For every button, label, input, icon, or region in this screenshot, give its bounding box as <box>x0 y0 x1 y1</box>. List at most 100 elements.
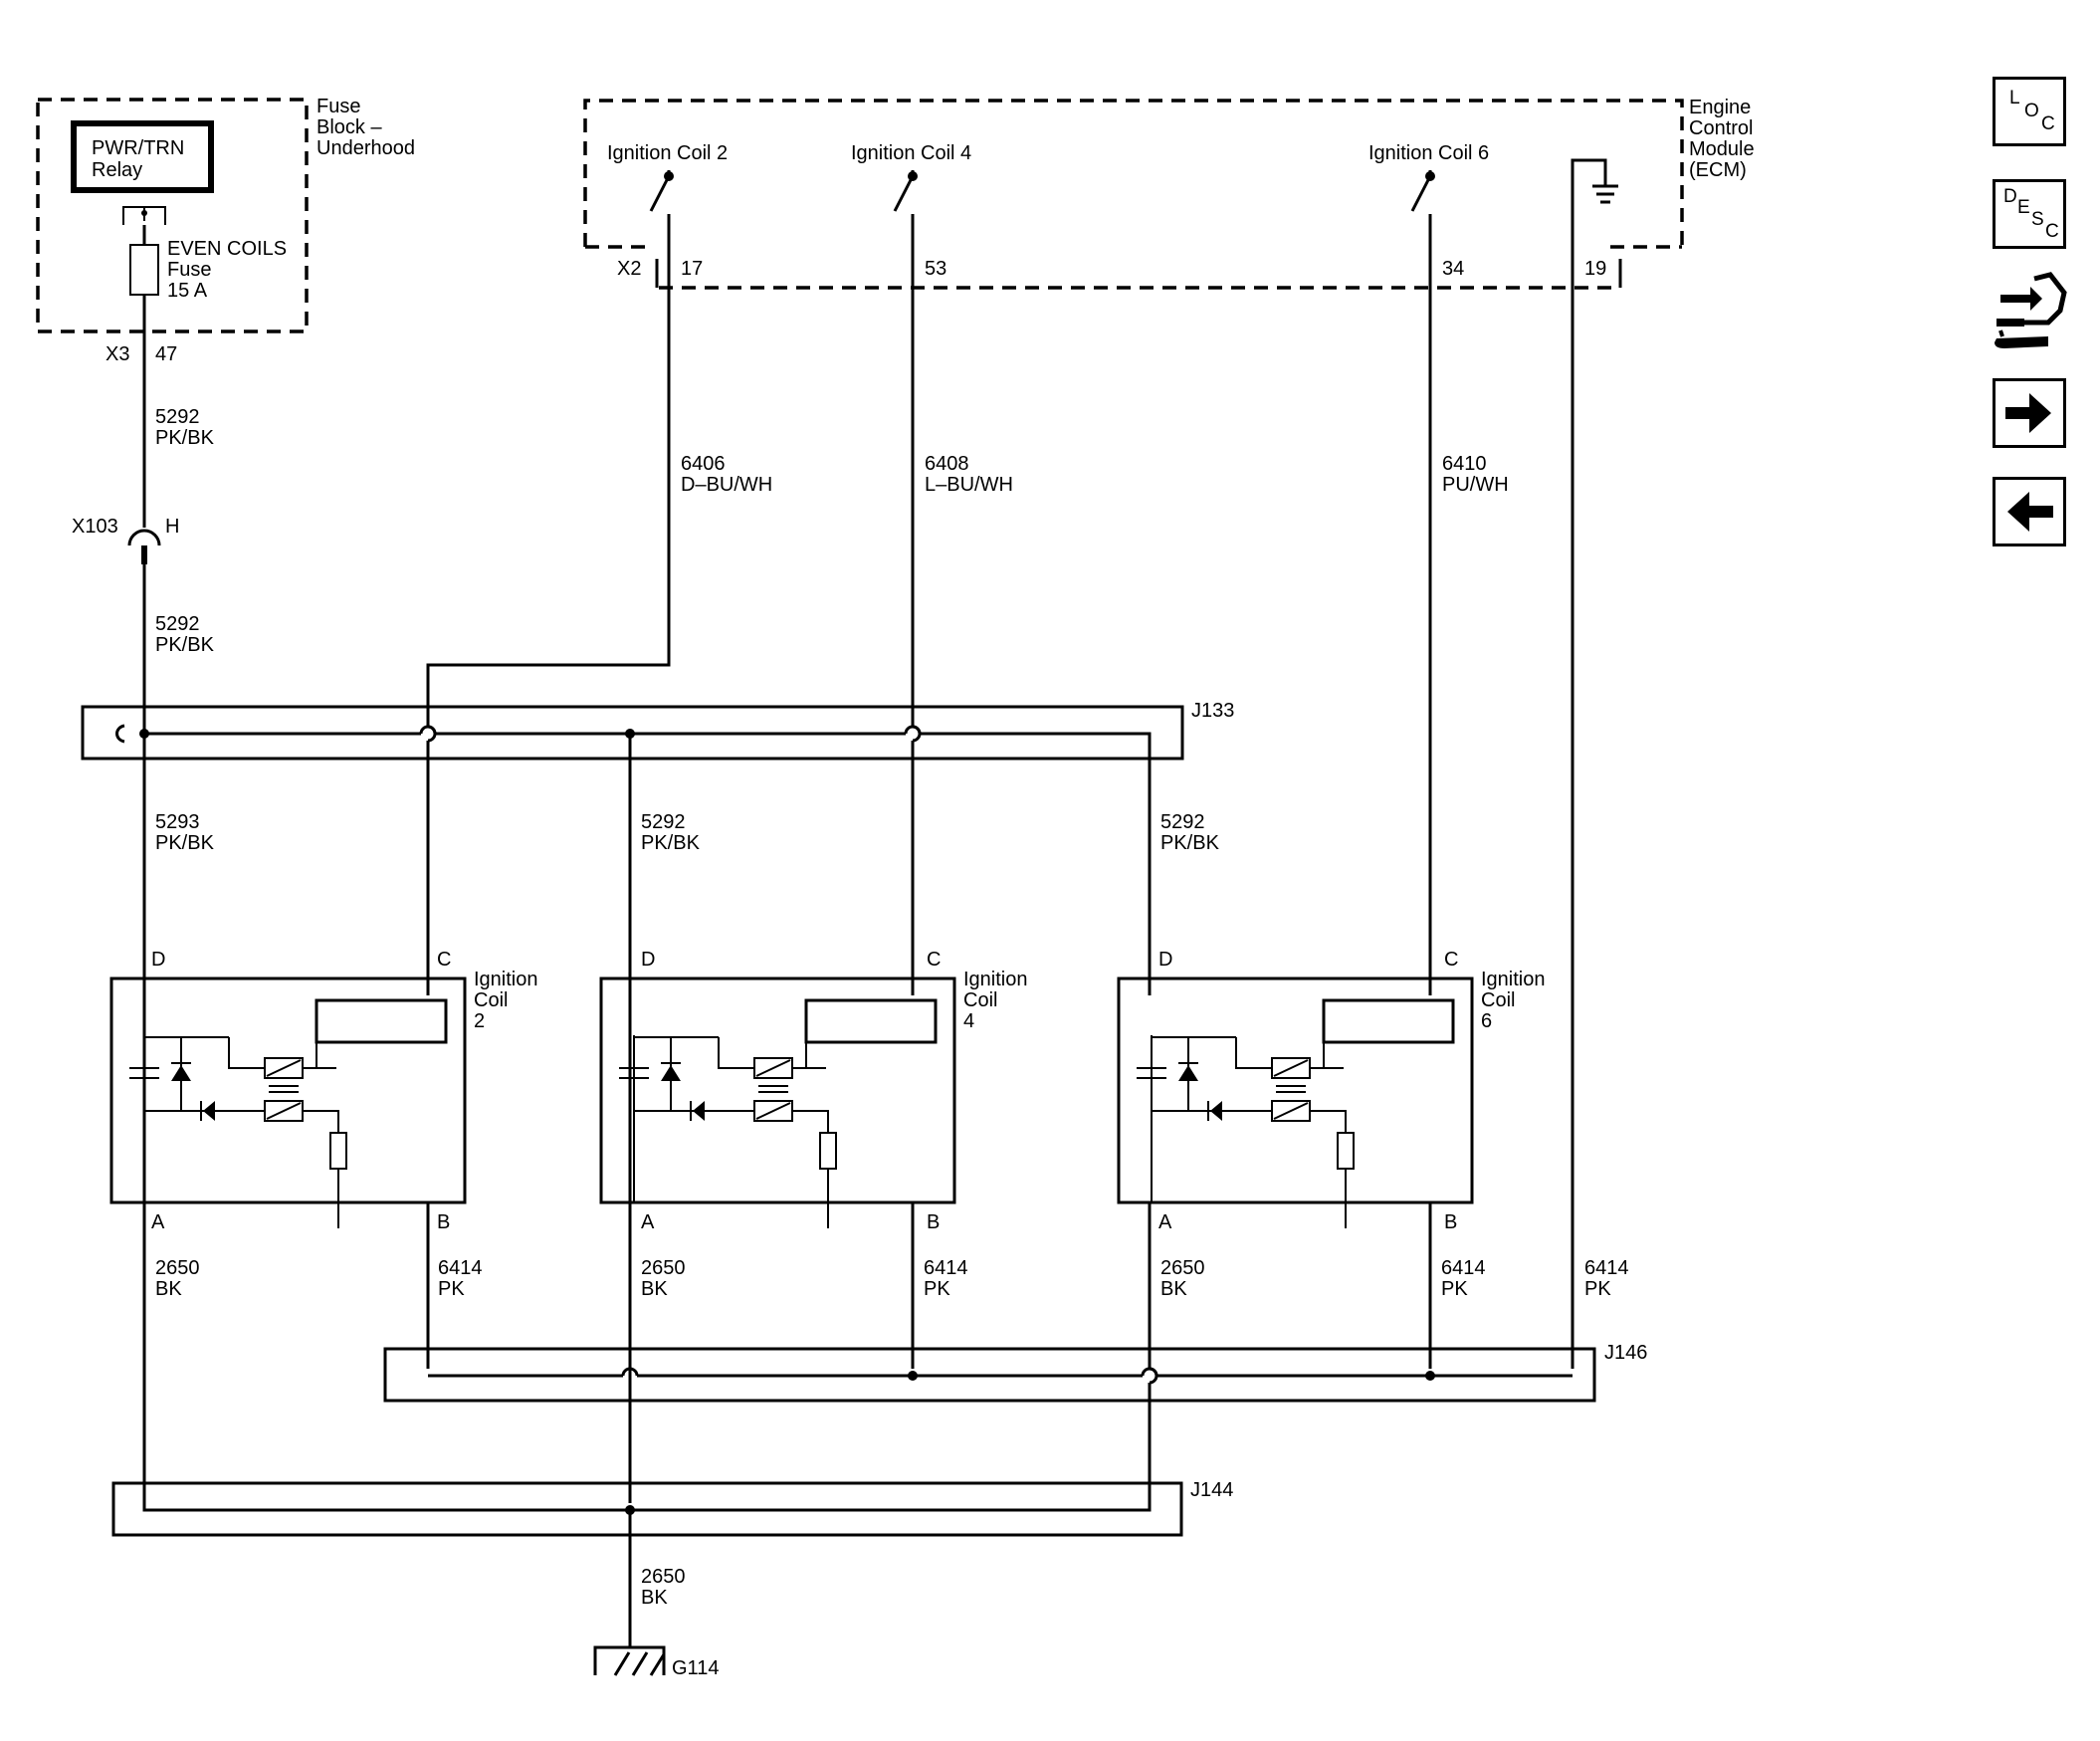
ecm-title-3: Module <box>1689 138 1755 160</box>
loc-letter-o: O <box>2024 101 2039 121</box>
next-page-button[interactable] <box>1993 378 2066 448</box>
wire-label-6414-c: 6414 <box>1441 1257 1486 1279</box>
previous-page-button[interactable] <box>1993 477 2066 546</box>
relay-label-1: PWR/TRN <box>92 137 184 159</box>
relay-label-2: Relay <box>92 159 142 181</box>
loc-letter-c: C <box>2041 113 2055 134</box>
ecm-ground-icon <box>1571 158 1618 247</box>
ignition-coil-2 <box>109 977 467 1228</box>
ecm-driver-coil-6: Ignition Coil 6 <box>1368 142 1489 164</box>
ecm-title-4: (ECM) <box>1689 159 1747 181</box>
splice-j133 <box>81 705 1184 1503</box>
wire-color-5292-c: PK/BK <box>641 832 701 854</box>
desc-letter-s: S <box>2031 209 2044 230</box>
wire-label-5292-a: 5292 <box>155 406 200 428</box>
coil-6-pin-d: D <box>1158 949 1172 971</box>
coil-6-labels: Ignition Coil 6 D C A B <box>1158 949 1546 1233</box>
inline-connector-pin: H <box>165 516 179 538</box>
coil-4-label-1: Ignition <box>963 969 1028 990</box>
fuse-block-title-3: Underhood <box>316 137 415 159</box>
coil-2-pin-d: D <box>151 949 165 971</box>
description-button[interactable]: D E S C <box>1993 179 2066 249</box>
wire-color-6414-b: PK <box>924 1278 950 1300</box>
wire-label-2650-d: 2650 <box>641 1566 686 1588</box>
wire-label-6414-a: 6414 <box>438 1257 483 1279</box>
ecm-driver-coil-4: Ignition Coil 4 <box>851 142 971 164</box>
coil-2-pin-b: B <box>437 1211 450 1233</box>
fuse-block-title-2: Block – <box>316 116 382 138</box>
coil-2-labels: Ignition Coil 2 D C A B <box>151 949 538 1233</box>
coil-2-label-3: 2 <box>474 1010 485 1032</box>
fuse-pin: 47 <box>155 343 177 365</box>
location-button[interactable]: L O C <box>1993 77 2066 146</box>
coil-4-pin-c: C <box>927 949 941 971</box>
coil-4-labels: Ignition Coil 4 D C A B <box>641 949 1028 1233</box>
coil-6-label-1: Ignition <box>1481 969 1546 990</box>
coil-6-pin-a: A <box>1158 1211 1172 1233</box>
wire-label-2650-b: 2650 <box>641 1257 686 1279</box>
connector-end-view-icon[interactable] <box>1991 271 2070 356</box>
ignition-coil-4 <box>599 977 956 1230</box>
splice-label-j133: J133 <box>1191 700 1234 722</box>
wire-label-2650-a: 2650 <box>155 1257 200 1279</box>
even-coils-fuse <box>129 244 159 296</box>
fuse-connector: X3 <box>105 343 129 365</box>
wire-color-2650-b: BK <box>641 1278 668 1300</box>
wire-color-5292-d: PK/BK <box>1160 832 1220 854</box>
ignition-coil-6 <box>1117 977 1474 1230</box>
coil-6-label-2: Coil <box>1481 989 1515 1011</box>
ecm-pin-34: 34 <box>1442 258 1464 280</box>
coil-6-label-3: 6 <box>1481 1010 1492 1032</box>
ecm-pin-53: 53 <box>925 258 946 280</box>
previous-page-arrow-icon <box>2007 492 2053 532</box>
ecm-connector: X2 <box>617 258 641 280</box>
wire-color-6408: L–BU/WH <box>925 474 1013 496</box>
wire-color-2650-a: BK <box>155 1278 182 1300</box>
wire-label-5292-c: 5292 <box>641 811 686 833</box>
coil-4-pin-a: A <box>641 1211 655 1233</box>
wire-color-2650-d: BK <box>641 1587 668 1609</box>
wire-label-5293: 5293 <box>155 811 200 833</box>
splice-label-j146: J146 <box>1604 1342 1647 1364</box>
next-page-arrow-icon <box>2005 393 2051 433</box>
wire-color-6414-d: PK <box>1584 1278 1611 1300</box>
wire-label-6414-d: 6414 <box>1584 1257 1629 1279</box>
coil-4-label-3: 4 <box>963 1010 974 1032</box>
wire-label-6414-b: 6414 <box>924 1257 968 1279</box>
wire-label-5292-b: 5292 <box>155 613 200 635</box>
chassis-ground-icon <box>593 1645 666 1676</box>
wire-color-5292-a: PK/BK <box>155 427 215 449</box>
wire-color-6414-c: PK <box>1441 1278 1468 1300</box>
desc-letter-e: E <box>2017 197 2030 218</box>
ecm-driver-switch-icon <box>649 170 674 247</box>
wire-label-6408: 6408 <box>925 453 969 475</box>
wire-color-6410: PU/WH <box>1442 474 1509 496</box>
coil-6-pin-c: C <box>1444 949 1458 971</box>
wire-label-6406: 6406 <box>681 453 726 475</box>
coil-4-pin-d: D <box>641 949 655 971</box>
desc-letter-c: C <box>2045 221 2059 242</box>
wire-color-5293: PK/BK <box>155 832 215 854</box>
engine-control-module: Engine Control Module (ECM) Ignition Coi… <box>583 97 1755 290</box>
pwr-trn-relay <box>71 120 214 193</box>
desc-letter-d: D <box>2003 186 2017 207</box>
coil-4-pin-b: B <box>927 1211 940 1233</box>
fuse-block-title-1: Fuse <box>316 96 360 117</box>
splice-j146 <box>383 1347 1596 1403</box>
coil-2-label-1: Ignition <box>474 969 538 990</box>
fuse-block-underhood: Fuse Block – Underhood PWR/TRN Relay EVE… <box>36 96 415 365</box>
coil-6-pin-b: B <box>1444 1211 1457 1233</box>
coil-2-label-2: Coil <box>474 989 508 1011</box>
wire-label-2650-c: 2650 <box>1160 1257 1205 1279</box>
wire-6408 <box>911 247 922 995</box>
wire-color-6414-a: PK <box>438 1278 465 1300</box>
splice-label-j144: J144 <box>1190 1479 1233 1501</box>
wire-label-5292-d: 5292 <box>1160 811 1205 833</box>
ecm-pin-17: 17 <box>681 258 703 280</box>
ecm-driver-switch-icon <box>893 170 918 247</box>
wire-color-2650-c: BK <box>1160 1278 1187 1300</box>
fuse-label-1: EVEN COILS <box>167 238 287 260</box>
wire-color-6406: D–BU/WH <box>681 474 772 496</box>
ecm-title-2: Control <box>1689 117 1753 139</box>
